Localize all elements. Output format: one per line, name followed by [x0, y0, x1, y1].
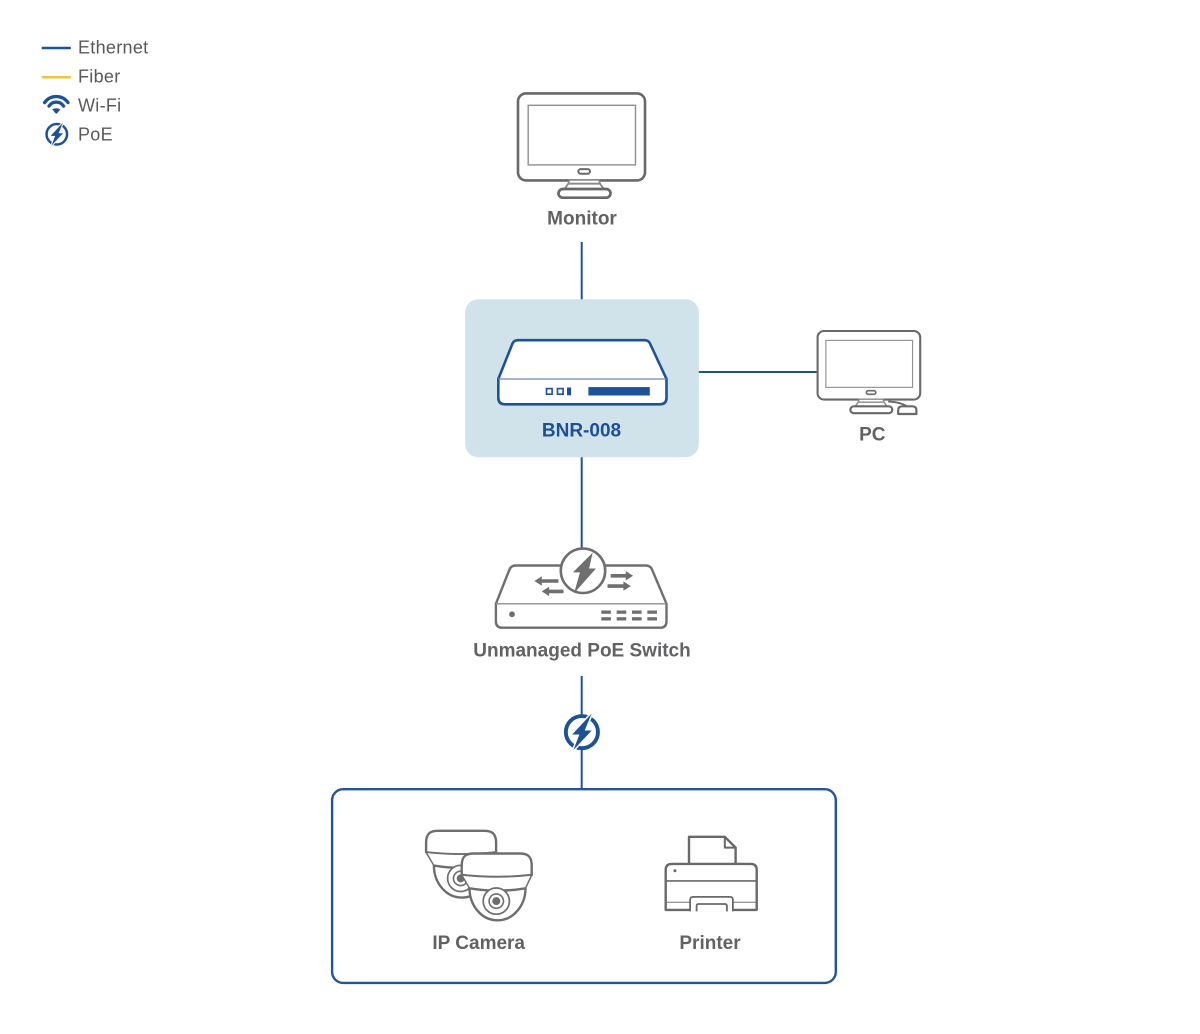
- svg-text:Wi-Fi: Wi-Fi: [78, 95, 121, 115]
- svg-text:Printer: Printer: [679, 933, 741, 954]
- svg-text:PC: PC: [859, 424, 886, 445]
- svg-text:PoE: PoE: [78, 124, 113, 144]
- svg-text:Fiber: Fiber: [78, 66, 121, 86]
- svg-text:Monitor: Monitor: [547, 209, 617, 230]
- svg-text:IP Camera: IP Camera: [432, 933, 525, 954]
- svg-text:Ethernet: Ethernet: [78, 37, 148, 57]
- svg-text:BNR-008: BNR-008: [542, 420, 621, 441]
- svg-text:Unmanaged PoE Switch: Unmanaged PoE Switch: [473, 641, 690, 662]
